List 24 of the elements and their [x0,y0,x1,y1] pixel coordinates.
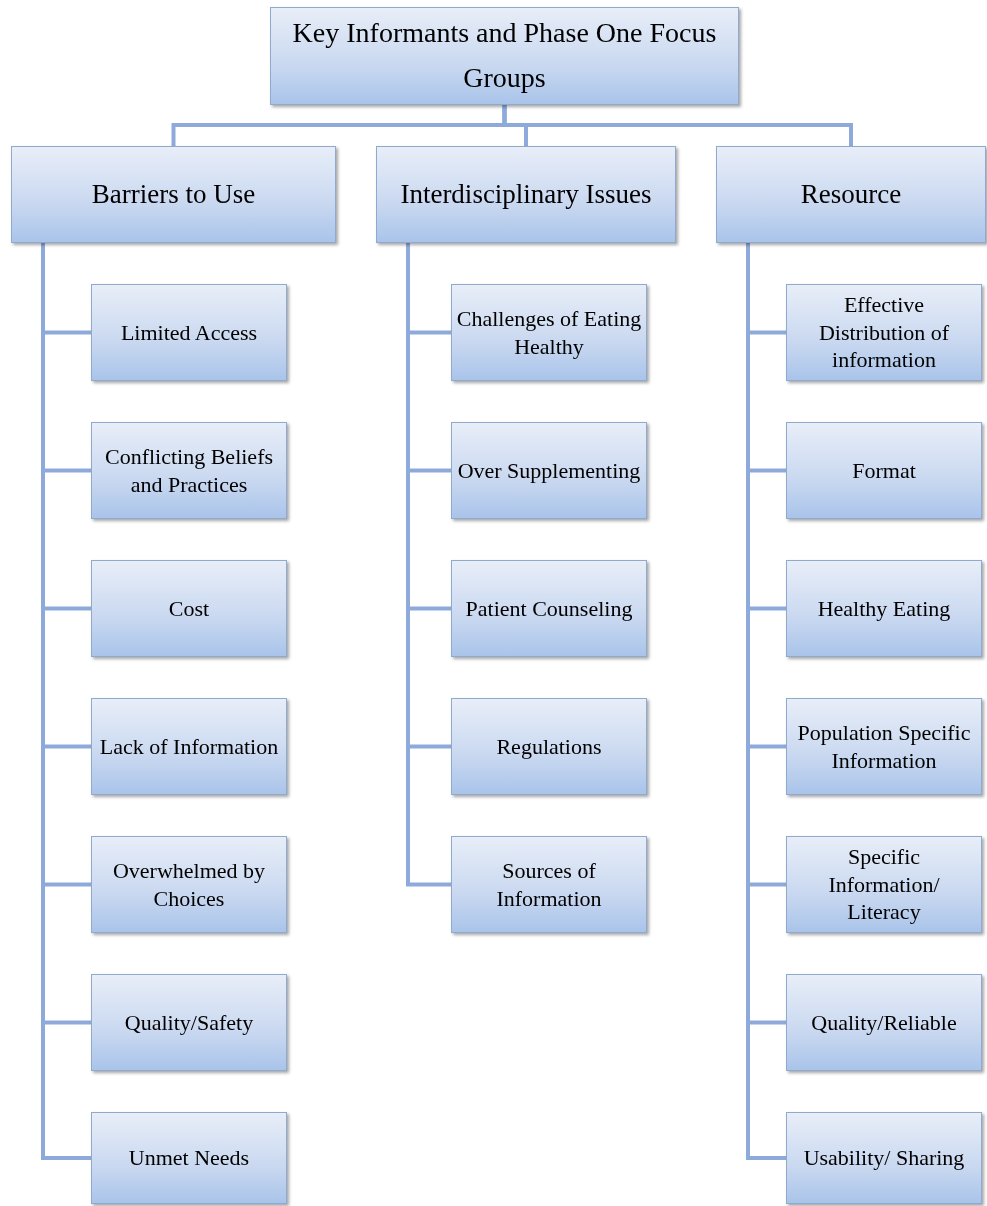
topic-box: Unmet Needs [91,1112,287,1204]
topic-box: Sources of Information [451,836,647,933]
topic-box: Specific Information/ Literacy [786,836,982,933]
topic-box: Overwhelmed by Choices [91,836,287,933]
topic-box: Challenges of Eating Healthy [451,284,647,381]
topic-box: Regulations [451,698,647,795]
topic-box: Conflicting Beliefs and Practices [91,422,287,519]
topic-box: Usability/ Sharing [786,1112,982,1204]
topic-box: Over Supplementing [451,422,647,519]
topic-box: Cost [91,560,287,657]
topic-box: Population Specific Information [786,698,982,795]
connector-line [502,105,853,146]
topic-box: Key Informants and Phase One Focus Groups [270,7,739,105]
topic-box: Format [786,422,982,519]
topic-box: Patient Counseling [451,560,647,657]
topic-box: Quality/Safety [91,974,287,1071]
topic-box: Resource [716,146,986,243]
topic-box: Limited Access [91,284,287,381]
topic-box: Quality/Reliable [786,974,982,1071]
topic-box: Lack of Information [91,698,287,795]
topic-box: Healthy Eating [786,560,982,657]
topic-box: Barriers to Use [11,146,336,243]
topic-box: Effective Distribution of information [786,284,982,381]
topic-box: Interdisciplinary Issues [376,146,676,243]
